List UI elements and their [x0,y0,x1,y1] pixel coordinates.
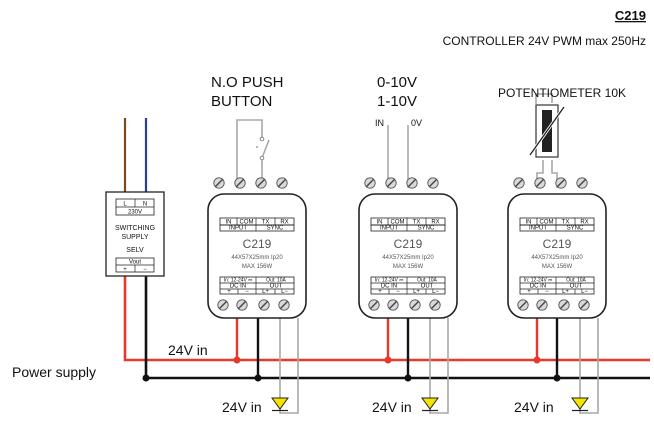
terminal-com: COM [240,220,254,226]
terminal-in: IN [526,220,532,226]
junction-dot [533,356,541,364]
led-24v-label-2: 24V in [372,399,412,415]
out-spec: Out: 10A [417,278,437,284]
supply-voltage: 230V [128,210,142,216]
controller-module-1-labels: IN COM TX RX INPUT SYNC C219 44X57X25mm … [224,220,289,296]
sync-group: SYNC [267,226,284,232]
junction-dot [142,374,150,382]
terminal-tx: TX [262,220,270,226]
potentiometer-label: POTENTIOMETER 10K [498,86,626,100]
junction-dot [384,356,392,364]
sync-group: SYNC [418,226,435,232]
out-lminus: L− [432,289,439,295]
switch-contact [259,136,265,142]
out-lminus: L− [281,289,288,295]
input-group: INPUT [380,226,398,232]
supply-name-line1: SWITCHING [115,225,155,232]
terminal-tx: TX [562,220,570,226]
terminal-in: IN [226,220,232,226]
dc-plus: + [227,289,231,295]
supply-plus: + [123,267,127,273]
out-label: OUT [421,284,434,290]
potentiometer-icon [528,104,566,158]
product-subtitle: CONTROLLER 24V PWM max 250Hz [443,34,646,48]
junction-dot [233,356,241,364]
in-spec: In: 12-24V ⎓ [375,278,403,284]
bus-24v-label: 24V in [168,342,208,358]
dc-minus: − [545,289,549,295]
controller-module-2-labels: IN COM TX RX INPUT SYNC C219 44X57X25mm … [375,220,440,296]
input-group: INPUT [529,226,547,232]
supply-selv: SELV [126,247,144,254]
module-dims: 44X57X25mm Ip20 [231,255,283,261]
dc-minus: − [396,289,400,295]
terminal-rx: RX [580,220,588,226]
out-lplus: L+ [562,289,569,295]
analog-label-line2: 1-10V [377,93,417,110]
module-dims: 44X57X25mm Ip20 [531,255,583,261]
supply-n-label: N [143,202,147,208]
switching-supply [105,191,165,277]
led-icon [421,397,439,412]
led-24v-label-3: 24V in [514,399,554,415]
dc-in-label: DC IN [381,284,397,290]
power-supply-label: Power supply [12,364,96,380]
out-lplus: L+ [262,289,269,295]
module-max: MAX 156W [393,264,424,270]
module-model: C219 [394,237,423,251]
analog-label-line1: 0-10V [377,74,417,91]
led-icon [571,397,589,412]
out-label: OUT [270,284,283,290]
terminal-com: COM [540,220,554,226]
dc-plus: + [527,289,531,295]
out-spec: Out: 10A [266,278,286,284]
dc-in-label: DC IN [530,284,546,290]
terminal-com: COM [391,220,405,226]
product-code: C219 [615,8,646,23]
terminal-rx: RX [280,220,288,226]
push-button-label-line1: N.O PUSH [211,74,284,91]
supply-minus: − [143,267,147,273]
junction-dot [404,374,412,382]
out-lminus: L− [581,289,588,295]
analog-in-label: IN [375,118,384,128]
push-button-label-line2: BUTTON [211,93,272,110]
led-24v-label-1: 24V in [222,399,262,415]
module-max: MAX 156W [242,264,273,270]
terminal-tx: TX [413,220,421,226]
junction-dot [254,374,262,382]
out-label: OUT [570,284,583,290]
analog-0v-label: 0V [411,118,422,128]
module-dims: 44X57X25mm Ip20 [382,255,434,261]
module-model: C219 [543,237,572,251]
terminal-rx: RX [431,220,439,226]
supply-name-line2: SUPPLY [121,234,148,241]
input-group: INPUT [229,226,247,232]
in-spec: In: 12-24V ⎓ [224,278,252,284]
led-output-wires [279,318,599,414]
terminal-in: IN [377,220,383,226]
controller-module-3-labels: IN COM TX RX INPUT SYNC C219 44X57X25mm … [524,220,589,296]
supply-l-label: L [123,202,127,208]
dc-minus: − [245,289,249,295]
led-icon [271,397,289,412]
out-lplus: L+ [413,289,420,295]
in-spec: In: 12-24V ⎓ [524,278,552,284]
module-model: C219 [243,237,272,251]
switch-contact [259,155,265,161]
out-spec: Out: 10A [566,278,586,284]
dc-in-label: DC IN [230,284,246,290]
module-max: MAX 156W [542,264,573,270]
dc-plus: + [378,289,382,295]
junction-dot [553,374,561,382]
supply-vout: Vout [129,260,141,266]
sync-group: SYNC [567,226,584,232]
